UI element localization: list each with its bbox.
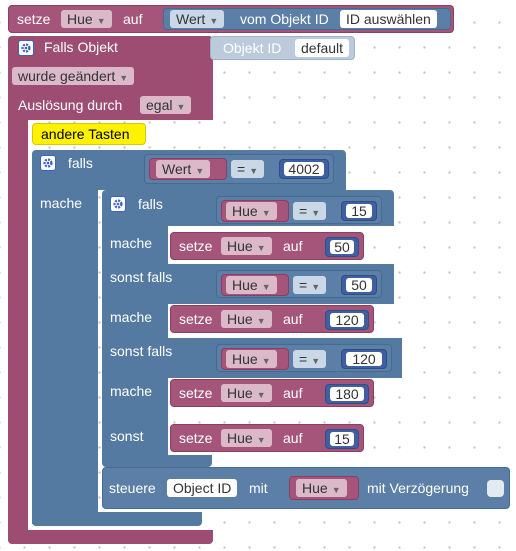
outer-number-4002[interactable]: 4002	[279, 159, 329, 179]
outer-falls-label: falls	[68, 155, 93, 171]
id-auswaehlen-field[interactable]: ID auswählen	[340, 10, 437, 28]
dropdown-arrow-icon: ▼	[176, 102, 186, 112]
delay-checkbox[interactable]	[487, 480, 504, 497]
hue-set-dropdown-1[interactable]: Hue▼	[221, 237, 272, 255]
dropdown-arrow-icon: ▼	[249, 166, 259, 176]
gear-icon[interactable]	[110, 196, 126, 212]
auf-label: auf	[283, 385, 303, 401]
hue-dropdown-3[interactable]: Hue▼	[226, 350, 277, 368]
inner-bottom-bar	[102, 455, 212, 467]
outer-compare-block[interactable]: Wert▼ =▼ 4002	[144, 154, 334, 184]
comment-text: andere Tasten	[41, 126, 130, 142]
wert-vom-objekt-block[interactable]: Wert▼ vom Objekt ID ID auswählen	[163, 8, 451, 30]
egal-dropdown[interactable]: egal▼	[140, 96, 192, 114]
gear-icon[interactable]	[18, 40, 34, 56]
compare-block-1[interactable]: Hue▼ =▼ 15	[216, 196, 382, 224]
auf-label: auf	[283, 238, 303, 254]
number-set-2[interactable]: 120	[325, 310, 369, 330]
setze-block-1[interactable]: setze Hue▼ auf 50	[170, 232, 364, 260]
dropdown-arrow-icon: ▼	[331, 485, 341, 495]
mache-label-2: mache	[110, 309, 153, 325]
compare-block-3[interactable]: Hue▼ =▼ 120	[216, 344, 392, 372]
dropdown-arrow-icon: ▼	[311, 356, 321, 366]
changed-dropdown[interactable]: wurde geändert▼	[12, 67, 135, 85]
number-cond-2[interactable]: 50	[341, 275, 377, 295]
hue-dropdown-2[interactable]: Hue▼	[226, 276, 277, 294]
hue-set-dropdown-else[interactable]: Hue▼	[221, 429, 272, 447]
hue-variable-dropdown[interactable]: Hue▼	[61, 10, 112, 28]
event-bottom-bar	[8, 530, 213, 544]
mit-verzoegerung-label: mit Verzögerung	[367, 480, 469, 496]
wert-dropdown[interactable]: Wert▼	[170, 10, 225, 28]
outer-operator-dropdown[interactable]: =▼	[231, 160, 265, 178]
auf-label: auf	[283, 311, 303, 327]
hue-block-3[interactable]: Hue▼	[221, 348, 289, 370]
compare-block-2[interactable]: Hue▼ =▼ 50	[216, 270, 382, 298]
steuere-hue-dropdown[interactable]: Hue▼	[296, 479, 347, 497]
objekt-id-label: Objekt ID	[223, 40, 282, 56]
dropdown-arrow-icon: ▼	[261, 356, 271, 366]
mache-label-3: mache	[110, 383, 153, 399]
dropdown-arrow-icon: ▼	[256, 435, 266, 445]
hue-set-dropdown-2[interactable]: Hue▼	[221, 310, 272, 328]
mache-label-1: mache	[110, 235, 153, 251]
dropdown-arrow-icon: ▼	[195, 166, 205, 176]
outer-left-bar	[32, 188, 98, 524]
sonst-falls-label-1: sonst falls	[110, 269, 173, 285]
dropdown-arrow-icon: ▼	[209, 16, 219, 26]
setze-hue-wert-block[interactable]: setze Hue▼ auf Wert▼ vom Objekt ID ID au…	[8, 5, 454, 33]
setze-label: setze	[179, 385, 213, 401]
inner-falls-label: falls	[138, 196, 163, 212]
falls-objekt-label: Falls Objekt	[44, 39, 118, 55]
dropdown-arrow-icon: ▼	[261, 208, 271, 218]
outer-wert-dropdown[interactable]: Wert▼	[156, 160, 211, 178]
setze-label: setze	[179, 238, 213, 254]
dropdown-arrow-icon: ▼	[119, 73, 129, 83]
number-set-3[interactable]: 180	[325, 384, 369, 404]
dropdown-arrow-icon: ▼	[261, 282, 271, 292]
steuere-label: steuere	[109, 480, 156, 496]
steuere-hue-block[interactable]: Hue▼	[289, 476, 359, 500]
setze-block-else[interactable]: setze Hue▼ auf 15	[170, 424, 364, 452]
operator-dropdown-2[interactable]: =▼	[293, 276, 327, 294]
hue-block-2[interactable]: Hue▼	[221, 274, 289, 296]
setze-label: setze	[17, 11, 51, 27]
operator-dropdown-1[interactable]: =▼	[293, 202, 327, 220]
objekt-id-input-block[interactable]: Objekt ID default	[210, 36, 355, 60]
sonst-label: sonst	[110, 428, 144, 444]
event-left-bar	[8, 118, 28, 543]
dropdown-arrow-icon: ▼	[311, 282, 321, 292]
dropdown-arrow-icon: ▼	[96, 16, 106, 26]
outer-mache-label: mache	[40, 195, 83, 211]
dropdown-arrow-icon: ▼	[311, 208, 321, 218]
hue-dropdown-1[interactable]: Hue▼	[226, 202, 277, 220]
auf-label: auf	[283, 430, 303, 446]
dropdown-arrow-icon: ▼	[256, 243, 266, 253]
outer-wert-block[interactable]: Wert▼	[149, 158, 227, 180]
vom-objekt-id-label: vom Objekt ID	[240, 11, 329, 27]
setze-label: setze	[179, 430, 213, 446]
setze-block-3[interactable]: setze Hue▼ auf 180	[170, 379, 374, 407]
gear-icon[interactable]	[40, 155, 56, 171]
auf-label: auf	[123, 11, 143, 27]
hue-block-1[interactable]: Hue▼	[221, 200, 289, 222]
ausloesung-label: Auslösung durch	[18, 97, 123, 113]
dropdown-arrow-icon: ▼	[256, 390, 266, 400]
mit-label: mit	[249, 480, 268, 496]
number-cond-3[interactable]: 120	[341, 349, 387, 369]
steuere-block[interactable]: steuere Object ID mit Hue▼ mit Verzögeru…	[102, 467, 510, 509]
default-field[interactable]: default	[295, 39, 350, 57]
object-id-field[interactable]: Object ID	[167, 479, 238, 497]
number-cond-1[interactable]: 15	[341, 201, 377, 221]
setze-label: setze	[179, 311, 213, 327]
setze-block-2[interactable]: setze Hue▼ auf 120	[170, 305, 374, 333]
number-set-1[interactable]: 50	[325, 237, 359, 257]
outer-bottom-bar	[32, 512, 202, 526]
dropdown-arrow-icon: ▼	[256, 316, 266, 326]
operator-dropdown-3[interactable]: =▼	[293, 350, 327, 368]
comment-andere-tasten[interactable]: andere Tasten	[32, 123, 146, 145]
number-set-else[interactable]: 15	[325, 429, 359, 449]
sonst-falls-label-2: sonst falls	[110, 343, 173, 359]
hue-set-dropdown-3[interactable]: Hue▼	[221, 384, 272, 402]
